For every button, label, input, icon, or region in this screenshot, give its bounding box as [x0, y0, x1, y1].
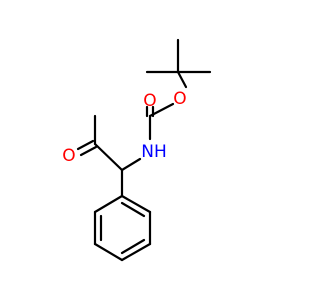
- ring-bond-3: [120, 242, 152, 262]
- molecule-structure: O O NH O: [62, 38, 212, 262]
- ring-inner-bond-2: [120, 238, 146, 255]
- bond-tbu-to-oxygen: [176, 70, 188, 89]
- atom-label-nh: NH: [141, 142, 167, 162]
- atom-label-ketone-oxygen: O: [62, 146, 75, 166]
- ring-bond-4: [93, 242, 124, 262]
- bond-alpha-to-ketone-carbon: [93, 142, 124, 172]
- atom-label-carbonyl-oxygen: O: [143, 91, 156, 111]
- bond-ketone-double-b: [76, 139, 95, 151]
- ring-bond-6: [93, 194, 124, 214]
- bond-nh-to-alpha-carbon: [120, 157, 142, 172]
- bond-ketone-double-a: [79, 145, 98, 157]
- ring-inner-bond-1: [120, 201, 146, 218]
- atom-label-ester-oxygen: O: [173, 89, 186, 109]
- ring-bond-1: [120, 194, 152, 214]
